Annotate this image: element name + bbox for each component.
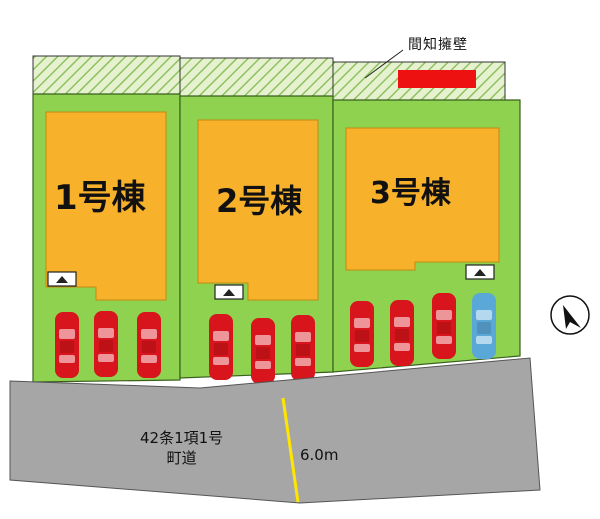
road-type: 町道 bbox=[166, 449, 197, 467]
road-width-line bbox=[281, 397, 300, 503]
car-icon bbox=[472, 293, 496, 359]
building-2 bbox=[197, 119, 319, 301]
retaining-wall-label: 間知擁壁 bbox=[408, 37, 468, 53]
car-icon bbox=[94, 311, 118, 377]
car-icon bbox=[251, 318, 275, 384]
car-icon bbox=[291, 315, 315, 381]
road bbox=[9, 357, 541, 504]
retaining-wall-strip-2 bbox=[179, 57, 334, 97]
building-3 bbox=[345, 127, 500, 271]
car-icon bbox=[137, 312, 161, 378]
building-3-label: 3号棟 bbox=[370, 176, 451, 211]
entrance-marker-1 bbox=[47, 271, 77, 287]
car-icon bbox=[432, 293, 456, 359]
road-name: 42条1項1号 町道 bbox=[140, 428, 223, 468]
retaining-wall-leader-line bbox=[364, 49, 404, 79]
north-arrow-icon bbox=[550, 295, 590, 335]
retaining-wall-red-block bbox=[398, 70, 476, 88]
car-icon bbox=[209, 314, 233, 380]
entrance-marker-2 bbox=[214, 284, 244, 300]
road-classification: 42条1項1号 bbox=[140, 429, 224, 447]
building-1-label: 1号棟 bbox=[54, 178, 146, 218]
building-1 bbox=[45, 111, 167, 301]
building-2-label: 2号棟 bbox=[216, 182, 303, 220]
road-width-label: 6.0m bbox=[300, 446, 339, 464]
car-icon bbox=[350, 301, 374, 367]
entrance-marker-3 bbox=[465, 264, 495, 280]
car-icon bbox=[390, 300, 414, 366]
car-icon bbox=[55, 312, 79, 378]
retaining-wall-strip-1 bbox=[32, 55, 181, 95]
